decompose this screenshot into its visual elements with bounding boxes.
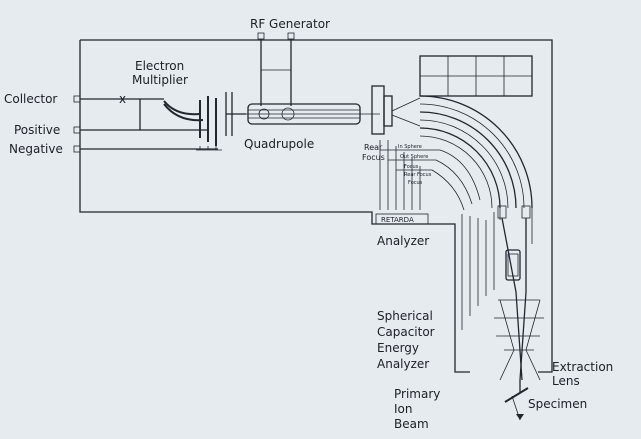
label-spherical-1: Spherical xyxy=(377,309,433,323)
label-specimen: Specimen xyxy=(528,397,587,411)
label-spherical-4: Analyzer xyxy=(377,357,429,371)
label-spherical-3: Energy xyxy=(377,341,419,355)
label-quadrupole: Quadrupole xyxy=(244,137,314,151)
label-primary-3: Beam xyxy=(394,417,429,431)
label-small-4: Focus xyxy=(408,180,423,186)
spherical-analyzer-arcs xyxy=(419,95,533,209)
column-leads xyxy=(461,208,533,330)
label-small-2: Focus xyxy=(404,164,419,170)
label-analyzer: Analyzer xyxy=(377,234,429,248)
housing-outline xyxy=(79,39,553,373)
label-collector: Collector xyxy=(4,92,57,106)
electron-multiplier xyxy=(139,96,222,151)
label-primary-1: Primary xyxy=(394,387,440,401)
rear-focus-lens xyxy=(371,85,421,135)
analyzer-tag-box xyxy=(375,213,429,225)
analyzer-leads xyxy=(379,140,481,211)
rf-generator xyxy=(257,32,295,106)
svg-text:x: x xyxy=(119,92,126,106)
label-rear-focus-2: Focus xyxy=(362,153,385,162)
label-small-0: In Sphere xyxy=(398,144,422,150)
label-rear-focus-1: Rear xyxy=(364,143,383,152)
terminal-positive xyxy=(73,126,208,134)
label-negative: Negative xyxy=(9,142,63,156)
label-electron-multiplier-1: Electron xyxy=(135,59,184,73)
label-spherical-2: Capacitor xyxy=(377,325,435,339)
analyzer-header-grid xyxy=(419,55,533,97)
label-small-1: Out Sphere xyxy=(400,154,428,160)
label-analyzer-tag: RETARDA xyxy=(381,216,414,224)
terminal-negative xyxy=(73,145,218,153)
quadrupole xyxy=(236,103,380,125)
label-rf-generator: RF Generator xyxy=(250,17,330,31)
label-small-3: Rear Focus xyxy=(404,172,432,178)
ion-optics-column xyxy=(494,205,544,381)
label-positive: Positive xyxy=(14,123,60,137)
label-electron-multiplier-2: Multiplier xyxy=(132,73,188,87)
label-extraction-2: Lens xyxy=(552,374,580,388)
specimen xyxy=(504,380,529,421)
label-primary-2: Ion xyxy=(394,402,413,416)
terminal-collector: x xyxy=(73,92,164,106)
label-extraction-1: Extraction xyxy=(552,360,613,374)
